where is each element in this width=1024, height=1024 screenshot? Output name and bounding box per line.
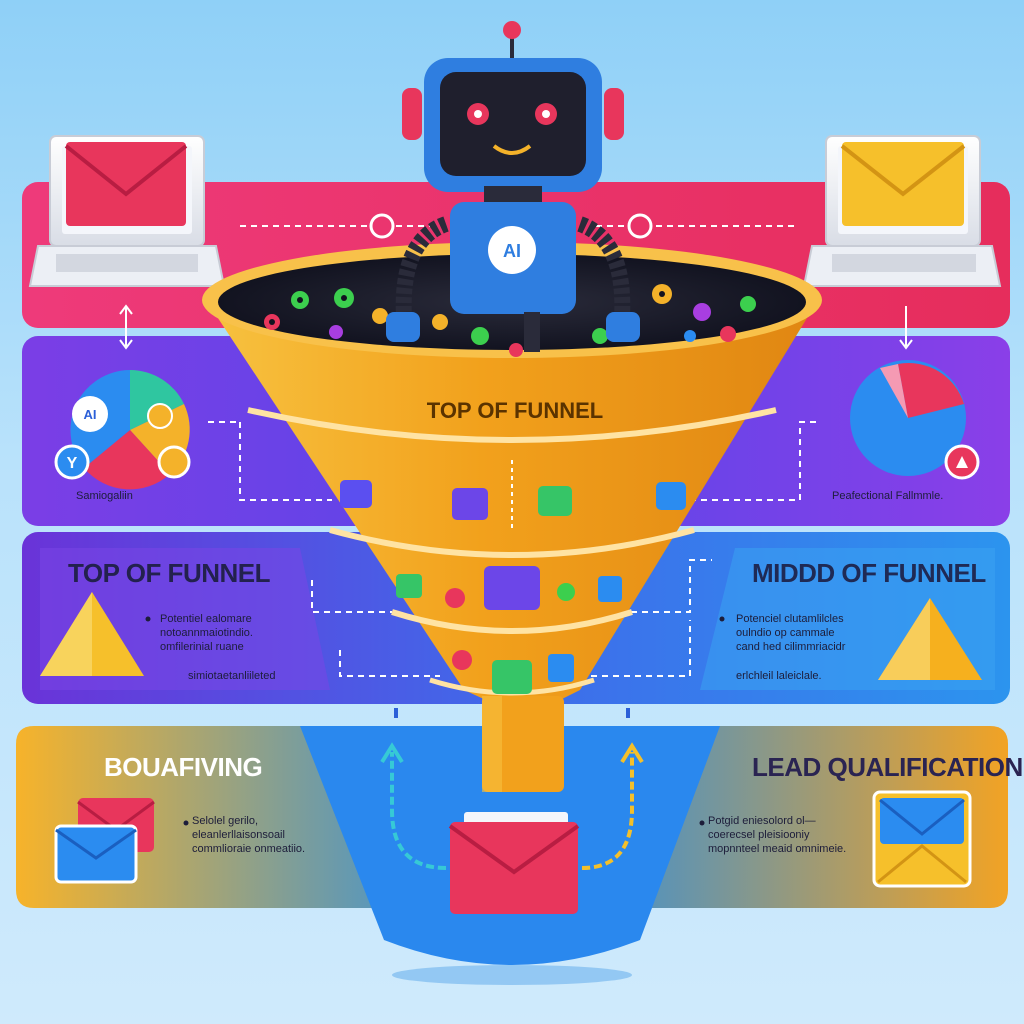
left-laptop bbox=[28, 135, 226, 287]
ai-badge bbox=[72, 396, 108, 432]
check-badge bbox=[147, 403, 173, 429]
bottom-left-envelopes bbox=[54, 798, 155, 884]
arrow-down-icon bbox=[119, 304, 133, 350]
stage-heading-middle-of-funnel: MIDDD OF FUNNEL bbox=[752, 558, 986, 588]
stage-bullet-bouafiving: Selolel gerilo, eleanlerllaisonsoail com… bbox=[192, 815, 306, 855]
bottom-shadow bbox=[392, 965, 632, 985]
arrow-up-icon bbox=[620, 742, 644, 764]
link-icon bbox=[627, 213, 653, 239]
ai-robot bbox=[386, 21, 640, 352]
stage-footer-middle-of-funnel: erlchleil laleiclale. bbox=[736, 670, 822, 682]
envelope-icon bbox=[450, 822, 578, 914]
link-icon bbox=[369, 213, 395, 239]
right-triangle-icon-shade bbox=[878, 598, 930, 680]
stage-heading-bouafiving: BOUAFIVING bbox=[104, 752, 263, 782]
left-chart-caption: Samiogaliin bbox=[76, 490, 133, 502]
pie-y-badge: Y bbox=[67, 455, 78, 472]
stage-heading-lead-qualification: LEAD QUALIFICATION bbox=[752, 752, 1023, 782]
connector-down-icon bbox=[394, 708, 630, 718]
pie-ai-badge: AI bbox=[84, 407, 97, 422]
center-envelope bbox=[448, 812, 580, 914]
right-chart-caption: Peafectional Fallmmle. bbox=[832, 490, 944, 502]
right-laptop bbox=[802, 135, 1002, 287]
bullet-dot bbox=[699, 820, 705, 826]
bottom-right-envelope bbox=[872, 790, 972, 888]
stage-bullet-top-of-funnel: Potentiel ealomare notoannmaiotindio. om… bbox=[160, 613, 253, 653]
funnel-side-connectors bbox=[208, 421, 820, 677]
funnel-top-label: TOP OF FUNNEL bbox=[426, 398, 604, 423]
bullet-dot bbox=[183, 820, 189, 826]
envelope-icon bbox=[54, 824, 138, 884]
envelope-icon bbox=[842, 142, 964, 226]
curved-arrow-left bbox=[390, 752, 447, 870]
stage-heading-top-of-funnel: TOP OF FUNNEL bbox=[68, 558, 271, 588]
stage-bullet-middle-of-funnel: Potenciel clutamlilcles oulndio op camma… bbox=[736, 613, 846, 653]
y-badge bbox=[54, 444, 90, 480]
right-pie-chart bbox=[850, 360, 980, 480]
bullet-dot bbox=[719, 616, 725, 622]
arrow-down-icon bbox=[899, 306, 913, 350]
envelope-icon bbox=[66, 142, 186, 226]
left-triangle-icon-shade bbox=[40, 592, 92, 676]
arrow-up-icon bbox=[380, 742, 404, 764]
up-badge bbox=[157, 445, 191, 479]
curved-arrow-right bbox=[581, 752, 634, 870]
bullet-dot bbox=[145, 616, 151, 622]
stage-bullet-lead-qualification: Potgid eniesolord ol— coerecsel pleisioo… bbox=[708, 815, 847, 855]
gear-icons bbox=[264, 284, 756, 357]
robot-ai-badge: AI bbox=[503, 241, 521, 261]
stage-footer-top-of-funnel: simiotaetanliileted bbox=[188, 670, 276, 682]
chat-bubble-icons bbox=[340, 480, 686, 694]
left-pie-chart bbox=[54, 370, 191, 490]
